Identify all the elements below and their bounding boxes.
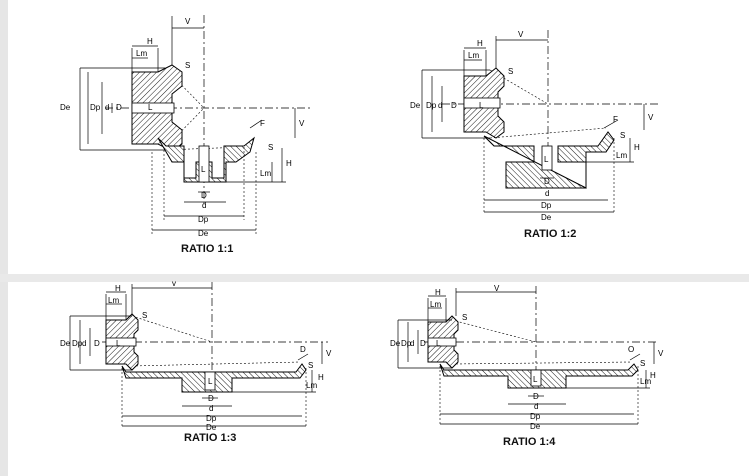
label-d: d <box>82 339 86 348</box>
label-v-side: V <box>658 349 664 358</box>
gear-section <box>483 131 615 189</box>
label-s-top: S <box>508 67 513 76</box>
label-dp-bottom: Dp <box>206 414 217 423</box>
label-de-bottom: De <box>530 422 541 431</box>
label-d-bore: D <box>420 339 426 348</box>
label-dp-bottom: Dp <box>541 201 552 210</box>
label-f: O <box>628 345 634 354</box>
bevel-gear-drawing-ratio-1-4: V H Lm S De Dp d D L O V S H Lm L D d Dp… <box>390 284 664 431</box>
label-s-top: S <box>185 61 190 70</box>
label-dsmall-bottom: d <box>209 404 213 413</box>
label-dsmall-bottom: d <box>534 402 538 411</box>
label-de: De <box>390 339 401 348</box>
label-h: H <box>477 39 483 48</box>
label-dsmall-bottom: d <box>202 201 206 210</box>
label-l-bottom: L <box>533 375 538 384</box>
ratio-title-1-3: RATIO 1:3 <box>184 432 237 444</box>
label-d-bore: D <box>451 101 457 110</box>
bevel-gear-drawing-ratio-1-2: V H Lm S De Dp d D L F V S H Lm L D d Dp… <box>410 30 660 222</box>
label-l: L <box>116 339 121 348</box>
label-v-side: V <box>299 119 305 128</box>
gear-bore <box>198 145 210 183</box>
label-h: H <box>115 284 121 293</box>
label-de-bottom: De <box>541 213 552 222</box>
label-h-side: H <box>634 143 640 152</box>
label-l: L <box>148 103 153 112</box>
label-dp-bottom: Dp <box>530 412 541 421</box>
label-dp-bottom: Dp <box>198 215 209 224</box>
label-lm-top: Lm <box>108 296 119 305</box>
section-divider-band <box>0 274 749 282</box>
label-v-side: V <box>326 349 332 358</box>
label-f: F <box>260 119 265 128</box>
label-d-bore: D <box>116 103 122 112</box>
label-l-bottom: L <box>208 377 213 386</box>
label-f: F <box>613 115 618 124</box>
label-lm-top: Lm <box>136 49 147 58</box>
label-v-side: V <box>648 113 654 122</box>
label-de: De <box>60 103 71 112</box>
label-h: H <box>147 37 153 46</box>
label-v-top: v <box>172 280 176 288</box>
label-d-bottom: D <box>208 394 214 403</box>
label-l-bottom: L <box>201 165 206 174</box>
left-edge-bar <box>0 0 8 476</box>
label-s-top: S <box>462 313 467 322</box>
label-de: De <box>410 101 421 110</box>
label-dp: Dp <box>426 101 437 110</box>
label-h-side: H <box>318 373 324 382</box>
label-lm-top: Lm <box>468 51 479 60</box>
label-lm-side: Lm <box>306 381 317 390</box>
label-v-top: V <box>518 30 524 39</box>
label-l-bottom: L <box>544 155 549 164</box>
label-dp: Dp <box>90 103 101 112</box>
label-de: De <box>60 339 71 348</box>
label-d-bottom: D <box>544 177 550 186</box>
ratio-title-1-4: RATIO 1:4 <box>503 436 556 448</box>
label-f: D <box>300 345 306 354</box>
label-s-side: S <box>268 143 273 152</box>
label-l: L <box>479 101 484 110</box>
label-s-side: S <box>640 359 645 368</box>
label-l: L <box>436 339 441 348</box>
label-dp: Dp <box>401 339 412 348</box>
label-dp: Dp <box>72 339 83 348</box>
label-d-bore: D <box>94 339 100 348</box>
bevel-gear-drawing-ratio-1-1: V H Lm S De Dp d D L F V S H Lm L D d Dp… <box>60 15 310 238</box>
gear-section <box>157 136 255 183</box>
ratio-title-1-2: RATIO 1:2 <box>524 228 577 240</box>
label-d-bottom: D <box>201 191 207 200</box>
label-d-bottom: D <box>533 392 539 401</box>
label-dsmall-bottom: d <box>545 189 549 198</box>
label-de-bottom: De <box>206 423 217 430</box>
label-h-side: H <box>650 371 656 380</box>
label-lm-side: Lm <box>616 151 627 160</box>
label-v-top: V <box>494 284 500 293</box>
label-lm-side: Lm <box>640 377 651 386</box>
label-h: H <box>435 288 441 297</box>
bevel-gear-drawing-ratio-1-3: v H Lm S De Dp d D L D V S H Lm L D d Dp… <box>60 280 332 430</box>
label-lm-top: Lm <box>430 300 441 309</box>
pinion-bore <box>131 102 175 114</box>
label-d: d <box>410 339 414 348</box>
label-h-side: H <box>286 159 292 168</box>
label-s-side: S <box>308 361 313 370</box>
label-de-bottom: De <box>198 229 209 238</box>
ratio-title-1-1: RATIO 1:1 <box>181 243 234 255</box>
label-d: d <box>105 103 109 112</box>
label-d: d <box>438 101 442 110</box>
label-s-top: S <box>142 311 147 320</box>
label-s-side: S <box>620 131 625 140</box>
label-v-top: V <box>185 17 191 26</box>
label-lm-side: Lm <box>260 169 271 178</box>
